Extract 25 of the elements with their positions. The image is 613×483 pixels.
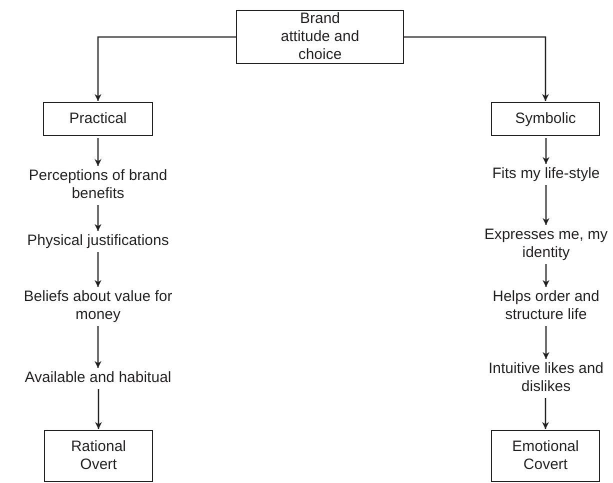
step-text: Expresses me, my identity: [483, 226, 609, 262]
arrow: [542, 264, 550, 287]
step-text: Physical justifications: [26, 232, 170, 250]
step-text: Perceptions of brand benefits: [28, 167, 168, 203]
category-box: Symbolic: [491, 102, 600, 136]
arrow: [542, 398, 549, 429]
step-text: Fits my life-style: [491, 165, 601, 183]
arrow: [542, 185, 550, 225]
arrow: [404, 36, 549, 101]
step-text: Available and habitual: [24, 369, 172, 387]
arrow: [542, 326, 550, 359]
arrow: [94, 36, 236, 101]
category-box: Practical: [43, 102, 153, 136]
step-text: Intuitive likes and dislikes: [487, 360, 605, 396]
step-text: Helps order and structure life: [492, 288, 600, 324]
arrow: [94, 326, 102, 368]
arrow: [94, 205, 102, 231]
outcome-box: Emotional Covert: [491, 430, 600, 482]
step-text: Beliefs about value for money: [22, 288, 174, 324]
arrow: [95, 389, 102, 429]
outcome-box: Rational Overt: [44, 430, 153, 482]
arrow: [94, 138, 102, 166]
arrow: [94, 252, 102, 287]
arrow: [542, 138, 550, 164]
title-box: Brand attitude and choice: [236, 10, 404, 64]
